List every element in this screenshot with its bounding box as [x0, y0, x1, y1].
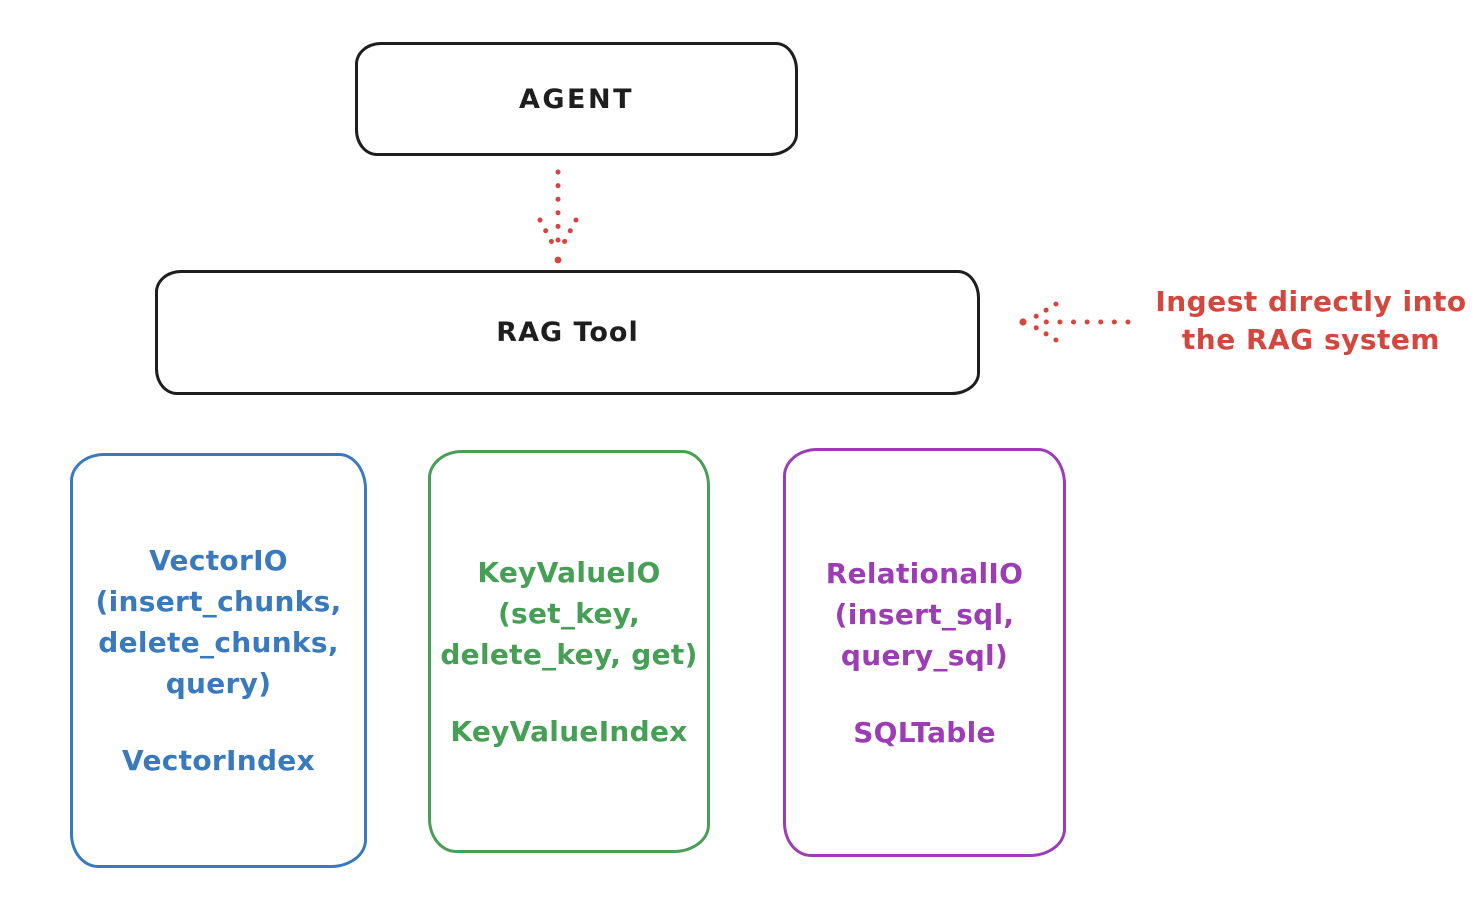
annotation-to-ragtool-arrow — [1019, 301, 1131, 343]
agent-node: AGENT — [355, 42, 798, 156]
annotation-line-2: the RAG system — [1181, 323, 1441, 356]
rag-tool-node-label: RAG Tool — [496, 317, 639, 348]
backend-box-keyvalue-io: KeyValueIO (set_key, delete_key, get) Ke… — [428, 450, 710, 853]
relational-io-line-2: (insert_sql, — [834, 597, 1015, 631]
annotation-line-1: Ingest directly into — [1155, 285, 1467, 318]
keyvalue-io-line-1: KeyValueIO — [477, 555, 661, 589]
rag-tool-node: RAG Tool — [155, 270, 980, 395]
keyvalue-index-label: KeyValueIndex — [450, 714, 688, 748]
keyvalue-io-signature: KeyValueIO (set_key, delete_key, get) — [440, 552, 697, 675]
keyvalue-io-line-2: (set_key, — [497, 596, 641, 630]
agent-node-label: AGENT — [518, 83, 634, 115]
backend-box-relational-io: RelationalIO (insert_sql, query_sql) SQL… — [783, 448, 1066, 857]
vector-io-line-3: delete_chunks, — [98, 626, 339, 659]
sql-table-label: SQLTable — [853, 715, 996, 749]
relational-io-line-3: query_sql) — [840, 638, 1009, 672]
vector-index-label: VectorIndex — [122, 744, 315, 777]
vector-io-line-1: VectorIO — [149, 544, 288, 577]
vector-io-line-2: (insert_chunks, — [95, 585, 342, 618]
keyvalue-io-line-3: delete_key, get) — [440, 637, 698, 671]
vector-io-signature: VectorIO (insert_chunks, delete_chunks, … — [96, 540, 342, 704]
annotation-text: Ingest directly into the RAG system — [1138, 283, 1484, 359]
backend-box-vector-io: VectorIO (insert_chunks, delete_chunks, … — [70, 453, 367, 868]
vector-io-line-4: query) — [165, 667, 272, 700]
relational-io-line-1: RelationalIO — [825, 556, 1024, 590]
agent-to-ragtool-arrow — [537, 169, 579, 264]
relational-io-signature: RelationalIO (insert_sql, query_sql) — [826, 553, 1024, 676]
